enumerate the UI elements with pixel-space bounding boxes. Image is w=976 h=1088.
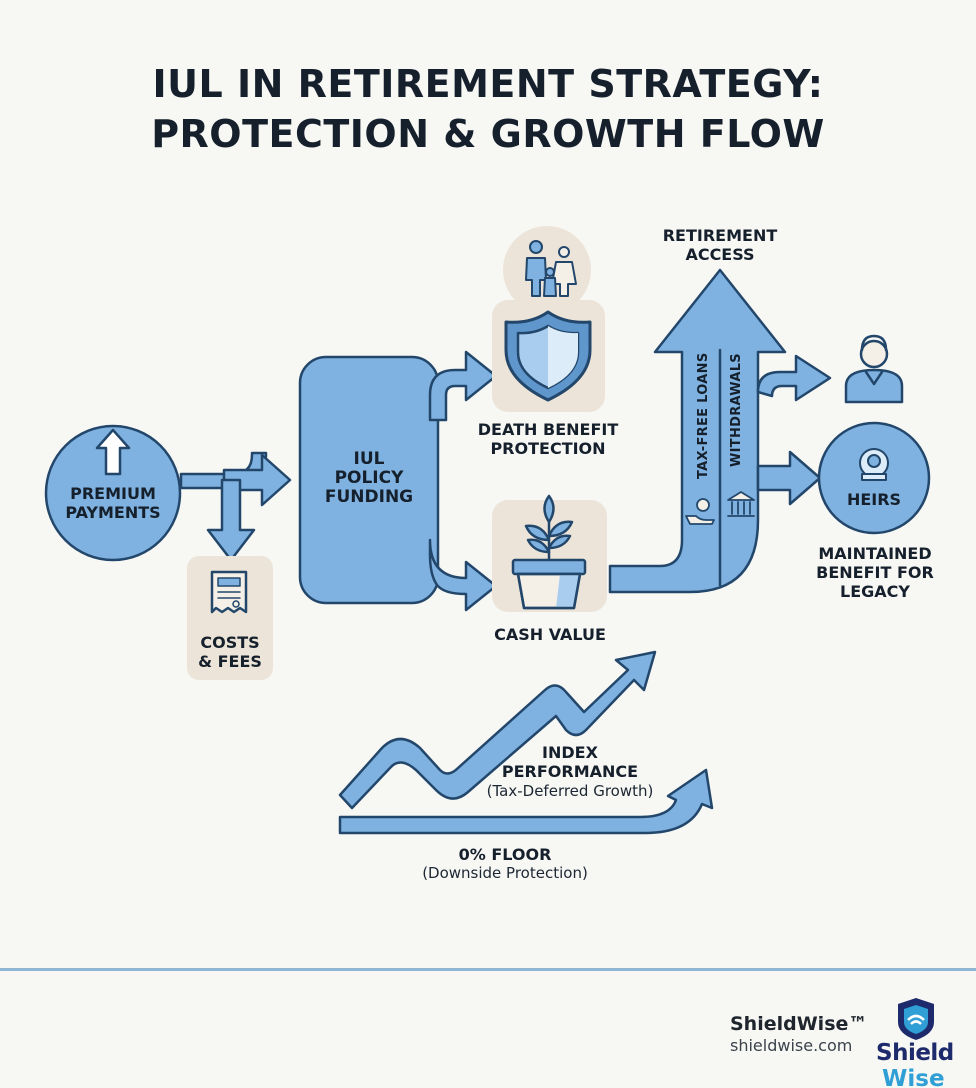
index-performance-sub: (Tax-Deferred Growth) xyxy=(486,782,654,800)
receipt-icon xyxy=(210,570,248,614)
premium-circle xyxy=(44,424,182,562)
legacy-label: MAINTAINED BENEFIT FOR LEGACY xyxy=(800,544,950,601)
heirs-icon xyxy=(859,448,889,481)
logo-text: Shield xyxy=(876,1040,954,1066)
legacy-line-1: MAINTAINED xyxy=(818,544,932,563)
brand-name: ShieldWise™ xyxy=(730,1013,868,1035)
premium-line-1: PREMIUM xyxy=(70,484,156,503)
footer-divider xyxy=(0,968,976,971)
floor-label: 0% FLOOR xyxy=(458,845,552,864)
death-benefit-line-1: DEATH BENEFIT xyxy=(477,420,619,439)
death-benefit-label: DEATH BENEFIT PROTECTION xyxy=(462,420,634,458)
arrow-to-death-benefit xyxy=(428,350,498,422)
arrow-up-icon xyxy=(95,428,131,476)
index-performance-arrow xyxy=(338,650,657,810)
arrow-to-cash-value xyxy=(428,538,498,612)
costs-line-2: & FEES xyxy=(198,652,262,671)
arrow-to-retiree xyxy=(756,354,832,402)
arrow-to-heirs xyxy=(756,450,822,506)
iul-line-2: POLICY xyxy=(334,468,404,488)
title-line-2: PROTECTION & GROWTH FLOW xyxy=(151,112,825,156)
withdrawals-label: WITHDRAWALS xyxy=(729,353,744,467)
index-line-1: INDEX xyxy=(542,743,598,762)
costs-label: COSTS & FEES xyxy=(187,633,273,671)
family-icon xyxy=(525,240,577,297)
heirs-label: HEIRS xyxy=(846,490,902,509)
retirement-line-2: ACCESS xyxy=(685,245,755,264)
floor-arrow xyxy=(338,768,714,835)
iul-label: IUL POLICY FUNDING xyxy=(300,450,438,507)
logo-text-2: Wise xyxy=(882,1066,945,1088)
shield-icon xyxy=(504,310,592,402)
bank-icon xyxy=(727,491,755,517)
arrow-to-costs xyxy=(206,478,256,562)
title-line-1: IUL IN RETIREMENT STRATEGY: xyxy=(152,62,824,106)
brand-url[interactable]: shieldwise.com xyxy=(730,1036,853,1055)
retirement-access-label: RETIREMENT ACCESS xyxy=(645,226,795,264)
retiree-icon xyxy=(844,334,904,404)
retirement-line-1: RETIREMENT xyxy=(662,226,778,245)
premium-line-2: PAYMENTS xyxy=(65,503,161,522)
flow-graphics xyxy=(44,226,931,835)
iul-line-3: FUNDING xyxy=(324,487,414,507)
floor-sub: (Downside Protection) xyxy=(422,864,588,882)
logo-shield-icon xyxy=(898,998,934,1040)
brand-logo: Shield Wise xyxy=(876,996,956,1088)
index-performance-label: INDEX PERFORMANCE xyxy=(470,743,670,781)
tax-free-loans-label: TAX-FREE LOANS xyxy=(696,352,711,479)
plant-pot-icon xyxy=(511,494,587,610)
cash-value-label: CASH VALUE xyxy=(494,625,606,644)
retirement-access-arrow xyxy=(608,268,787,594)
costs-tile xyxy=(187,556,273,680)
iul-block xyxy=(298,355,440,605)
index-line-2: PERFORMANCE xyxy=(501,762,639,781)
death-benefit-line-2: PROTECTION xyxy=(490,439,606,458)
money-hand-icon xyxy=(685,498,715,525)
iul-line-1: IUL xyxy=(353,449,385,469)
legacy-line-2: BENEFIT FOR xyxy=(816,563,934,582)
legacy-line-3: LEGACY xyxy=(840,582,910,601)
premium-label: PREMIUM PAYMENTS xyxy=(60,484,166,522)
costs-line-1: COSTS xyxy=(200,633,260,652)
